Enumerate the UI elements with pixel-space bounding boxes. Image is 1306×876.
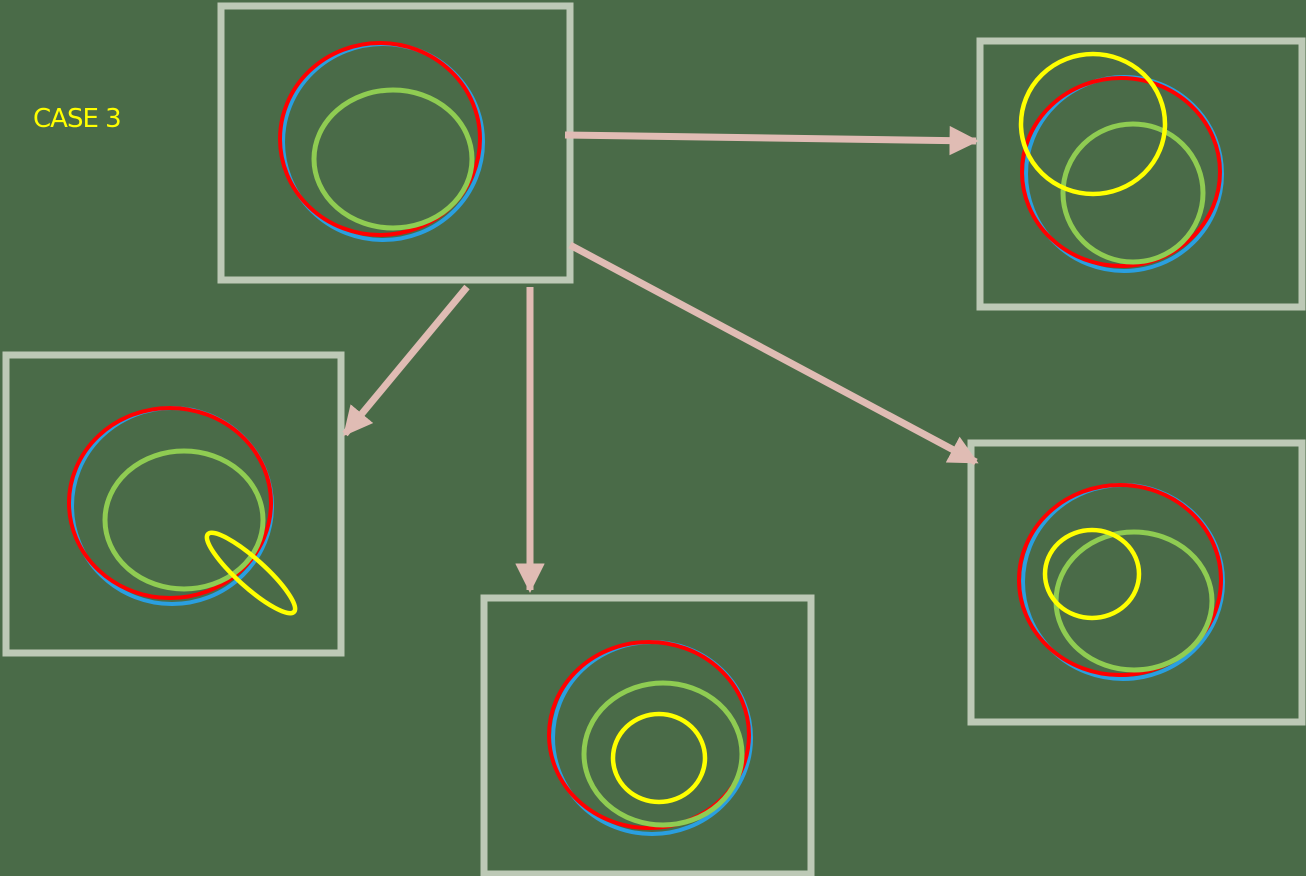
arrow-to-top-right bbox=[564, 125, 979, 156]
inner-green-circle bbox=[581, 680, 745, 828]
case-label: CASE 3 bbox=[33, 104, 122, 134]
outer-red-circle bbox=[67, 406, 273, 600]
outer-red-circle bbox=[1017, 483, 1223, 677]
panel-bottom-center bbox=[480, 594, 815, 876]
panel-left bbox=[2, 351, 345, 657]
inner-green-circle bbox=[102, 448, 266, 592]
yellow-ellipse bbox=[204, 530, 298, 616]
panel-top-right bbox=[976, 37, 1306, 311]
outer-red-circle bbox=[547, 640, 751, 830]
outer-red-circle bbox=[278, 41, 482, 237]
panel-right bbox=[967, 439, 1306, 726]
yellow-circle bbox=[610, 711, 708, 805]
inner-green-circle bbox=[1060, 121, 1206, 265]
arrow-to-right bbox=[568, 241, 979, 466]
outer-red-circle bbox=[1020, 76, 1222, 268]
panel-top-center bbox=[217, 2, 574, 284]
yellow-circle bbox=[1042, 527, 1142, 621]
inner-green-circle bbox=[311, 87, 475, 231]
arrow-to-left bbox=[342, 284, 470, 437]
yellow-circle bbox=[1018, 51, 1168, 197]
